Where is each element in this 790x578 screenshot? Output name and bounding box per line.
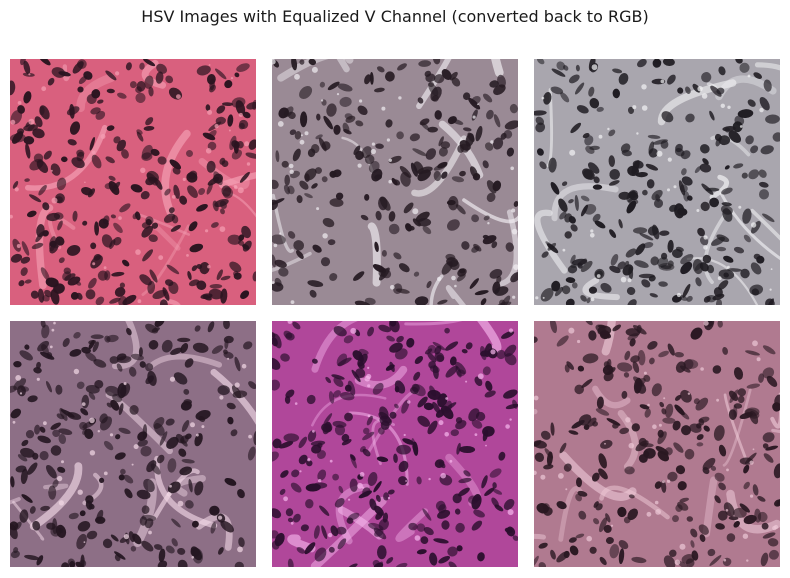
image-panel-5 [272,321,518,567]
tissue-image [534,59,780,305]
tissue-image [10,321,256,567]
tissue-image [272,321,518,567]
image-panel-4 [10,321,256,567]
image-panel-6 [534,321,780,567]
tissue-image [534,321,780,567]
image-panel-1 [10,59,256,305]
tissue-image [10,59,256,305]
image-panel-3 [534,59,780,305]
figure-title: HSV Images with Equalized V Channel (con… [141,7,649,26]
image-panel-2 [272,59,518,305]
tissue-image [272,59,518,305]
